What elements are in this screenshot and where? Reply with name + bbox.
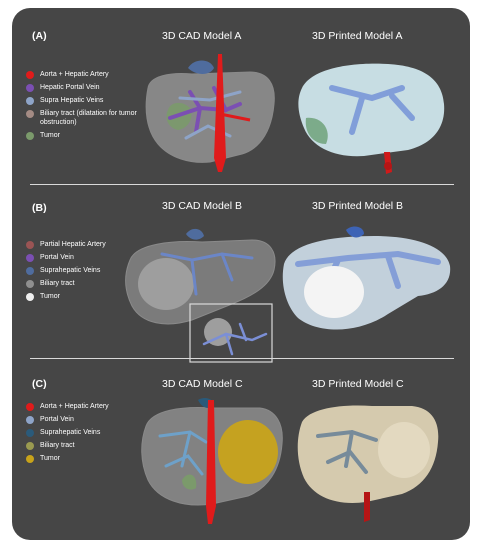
legend-swatch (26, 84, 34, 92)
cad-model-b-image (125, 228, 276, 363)
legend-item: Hepatic Portal Vein (26, 83, 138, 92)
legend-label: Biliary tract (40, 280, 75, 287)
legend-item: Aorta + Hepatic Artery (26, 70, 138, 79)
panel-b-letter: (B) (32, 202, 47, 214)
panel-a-printed-title: 3D Printed Model A (312, 30, 403, 42)
legend-swatch (26, 429, 34, 437)
cad-model-c-image (141, 398, 283, 524)
panel-a-letter: (A) (32, 30, 47, 42)
legend-item: Biliary tract (dilatation for tumor obst… (26, 109, 138, 127)
legend-swatch (26, 442, 34, 450)
legend-label: Tumor (40, 455, 60, 462)
legend-swatch (26, 241, 34, 249)
legend-label: Portal Vein (40, 254, 74, 261)
legend-item: Portal Vein (26, 253, 138, 262)
legend-item: Suprahepatic Veins (26, 428, 138, 437)
legend-swatch (26, 455, 34, 463)
divider (30, 358, 454, 359)
legend-swatch (26, 97, 34, 105)
panel-b-legend: Partial Hepatic Artery Portal Vein Supra… (26, 240, 138, 305)
legend-item: Biliary tract (26, 279, 138, 288)
legend-label: Portal Vein (40, 416, 74, 423)
legend-swatch (26, 416, 34, 424)
legend-label: Suprahepatic Veins (40, 267, 101, 274)
legend-label: Tumor (40, 293, 60, 300)
legend-swatch (26, 280, 34, 288)
legend-label: Biliary tract (dilatation for tumor obst… (40, 110, 137, 126)
panel-b: (B) 3D CAD Model B 3D Printed Model B Pa… (12, 188, 470, 363)
panel-c-cad-title: 3D CAD Model C (162, 378, 243, 390)
legend-item: Tumor (26, 454, 138, 463)
legend-swatch (26, 110, 34, 118)
legend-swatch (26, 403, 34, 411)
panel-c-legend: Aorta + Hepatic Artery Portal Vein Supra… (26, 402, 138, 467)
legend-item: Partial Hepatic Artery (26, 240, 138, 249)
legend-swatch (26, 132, 34, 140)
legend-item: Supra Hepatic Veins (26, 96, 138, 105)
cad-model-a-image (145, 54, 275, 172)
legend-item: Tumor (26, 292, 138, 301)
legend-label: Aorta + Hepatic Artery (40, 403, 109, 410)
legend-swatch (26, 267, 34, 275)
legend-label: Partial Hepatic Artery (40, 241, 106, 248)
panel-a: (A) 3D CAD Model A 3D Printed Model A Ao… (12, 8, 470, 180)
divider (30, 184, 454, 185)
panel-c-letter: (C) (32, 378, 47, 390)
panel-a-legend: Aorta + Hepatic Artery Hepatic Portal Ve… (26, 70, 138, 144)
panel-b-printed-title: 3D Printed Model B (312, 200, 404, 212)
printed-model-b-image (282, 226, 451, 330)
legend-label: Tumor (40, 132, 60, 139)
legend-swatch (26, 254, 34, 262)
legend-item: Portal Vein (26, 415, 138, 424)
legend-label: Supra Hepatic Veins (40, 97, 104, 104)
panel-a-cad-title: 3D CAD Model A (162, 30, 242, 42)
legend-label: Biliary tract (40, 442, 75, 449)
legend-item: Suprahepatic Veins (26, 266, 138, 275)
panel-c: (C) 3D CAD Model C 3D Printed Model C Ao… (12, 362, 470, 538)
panel-c-printed-title: 3D Printed Model C (312, 378, 404, 390)
legend-item: Tumor (26, 131, 138, 140)
legend-label: Hepatic Portal Vein (40, 84, 100, 91)
legend-label: Suprahepatic Veins (40, 429, 101, 436)
legend-item: Aorta + Hepatic Artery (26, 402, 138, 411)
legend-item: Biliary tract (26, 441, 138, 450)
legend-swatch (26, 71, 34, 79)
panel-b-cad-title: 3D CAD Model B (162, 200, 242, 212)
legend-swatch (26, 293, 34, 301)
figure-panel: (A) 3D CAD Model A 3D Printed Model A Ao… (12, 8, 470, 540)
printed-model-a-image (298, 63, 445, 174)
printed-model-c-image (297, 405, 439, 522)
legend-label: Aorta + Hepatic Artery (40, 71, 109, 78)
